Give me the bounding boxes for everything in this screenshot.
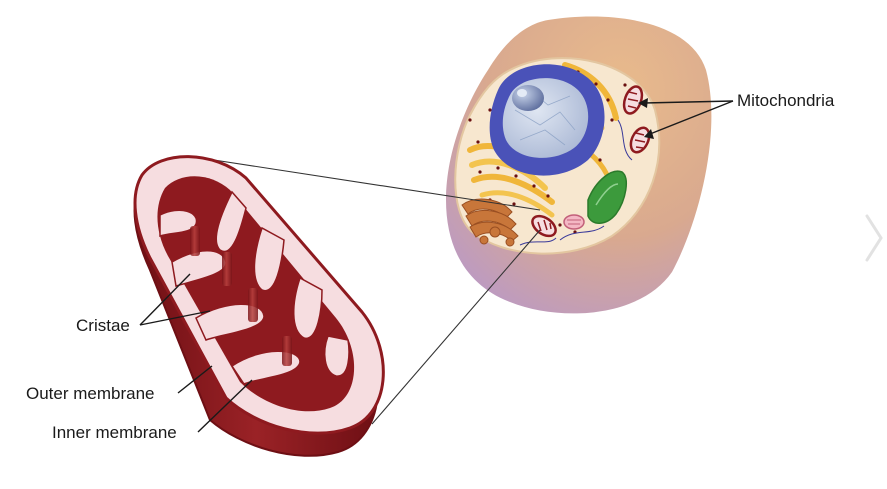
nucleolus — [512, 85, 544, 111]
cytoskeleton — [519, 119, 633, 246]
chevron-right-icon[interactable] — [863, 212, 885, 264]
animal-cell — [446, 16, 712, 314]
cristae-shading — [190, 226, 292, 366]
cell-mitochondrion-3 — [531, 214, 557, 238]
mitochondrion-cross-section — [133, 155, 385, 457]
label-outer-membrane: Outer membrane — [26, 384, 155, 403]
zoom-lines — [187, 155, 541, 425]
label-cristae: Cristae — [76, 316, 130, 335]
label-mitochondria: Mitochondria — [737, 91, 835, 110]
label-inner-membrane-group: Inner membrane — [52, 379, 253, 442]
label-inner-membrane: Inner membrane — [52, 423, 177, 442]
label-mitochondria-group: Mitochondria — [638, 91, 835, 139]
nucleus — [489, 64, 605, 176]
label-cristae-group: Cristae — [76, 273, 211, 335]
label-outer-membrane-group: Outer membrane — [26, 365, 213, 403]
vesicle — [563, 214, 585, 230]
cell-mitochondrion-2 — [629, 126, 651, 154]
